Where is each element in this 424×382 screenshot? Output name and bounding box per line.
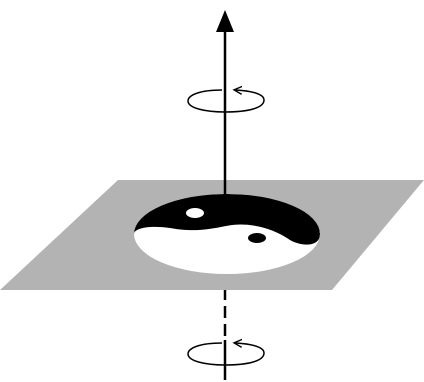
dark-dot [248,233,266,243]
yin-yang-symbol [134,194,320,274]
rotation-axis-upper [216,10,234,195]
light-dot [186,208,204,218]
arrow-up-icon [216,10,234,32]
